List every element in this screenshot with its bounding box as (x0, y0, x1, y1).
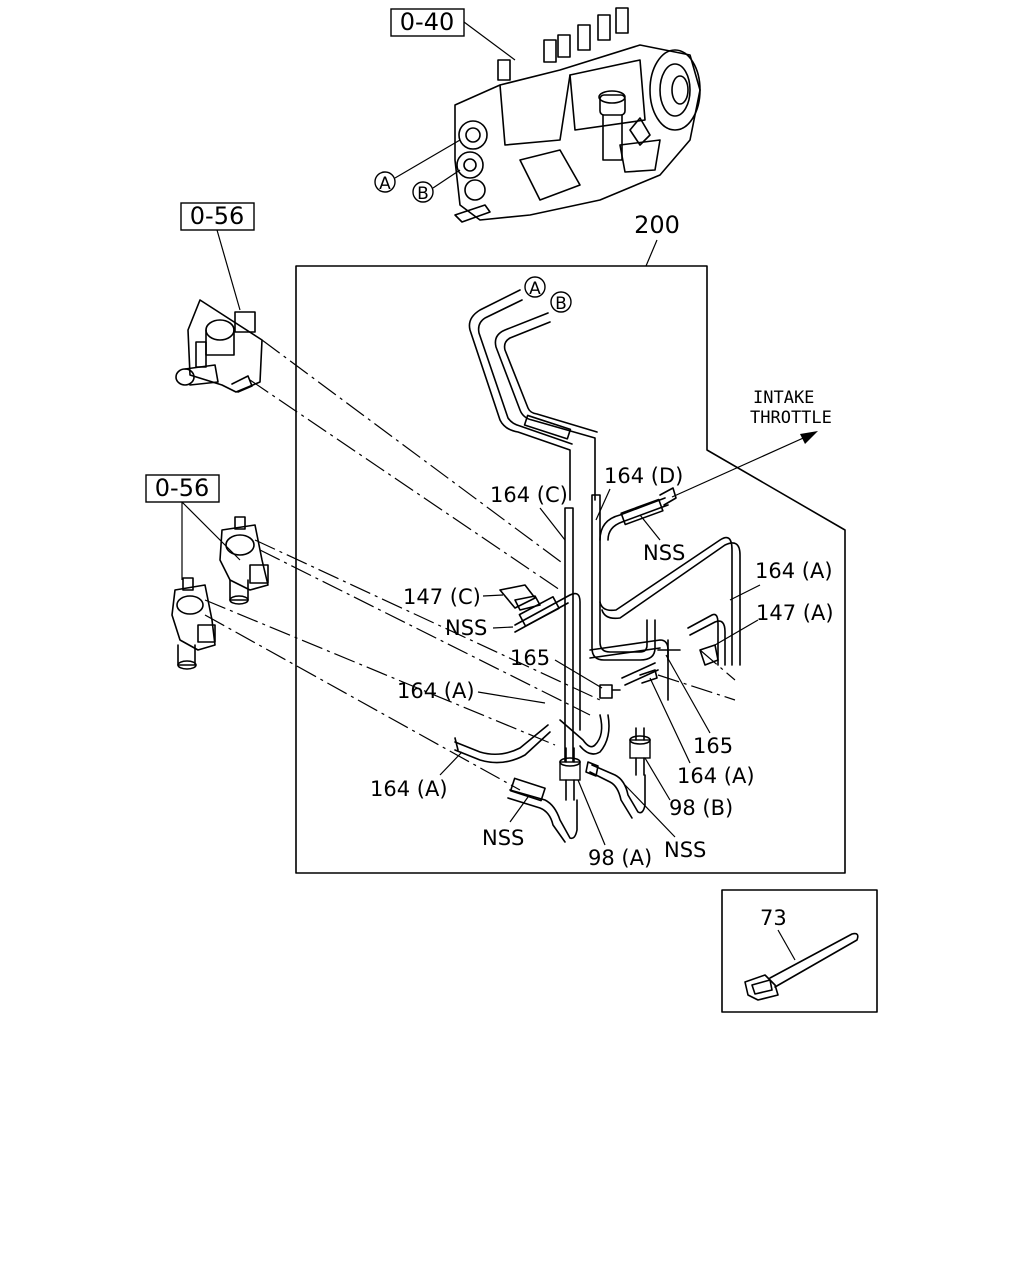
hose-165-left (559, 684, 621, 755)
part-164a-right-label: 164 (A) (677, 764, 755, 788)
pump-ref-leader (463, 21, 516, 61)
hose-147c-nss (499, 584, 581, 731)
part-73-label: 73 (760, 906, 787, 930)
valve-lower-ref-leader (181, 501, 241, 580)
part-147c-leader (482, 594, 504, 597)
lower-vsv-2-drawing (171, 577, 216, 670)
part-147c-label: 147 (C) (403, 585, 481, 609)
pump-circle-a-leader (394, 139, 461, 179)
hose-164a-bottom-left (454, 724, 551, 764)
part-98a-label: 98 (A) (588, 846, 652, 870)
part-164c-leader (539, 507, 566, 541)
hose-164a-right-small (687, 613, 726, 666)
hose-nss-bottom-right (585, 761, 646, 819)
part-98b-label: 98 (B) (669, 796, 733, 820)
kit-number-label: 200 (634, 211, 680, 239)
part-164a-mid-leader (477, 691, 546, 704)
part-165-left-leader (554, 659, 603, 689)
part-164a-bottom-left-label: 164 (A) (370, 777, 448, 801)
part-164a-bottom-left-leader (439, 751, 463, 776)
connection-lines (204, 339, 736, 791)
hose-nss-bottom-left (507, 777, 578, 843)
hose-circle-a (524, 276, 546, 298)
intake-throttle-line1: INTAKE (753, 388, 814, 408)
pump-circle-b-label: B (417, 184, 429, 204)
part-73-leader (777, 929, 796, 961)
part-165-left-label: 165 (510, 646, 550, 670)
intake-throttle-line2: THROTTLE (750, 408, 832, 428)
kit-200-boundary (295, 265, 846, 874)
valve-upper-ref-box (180, 202, 255, 231)
hose-circle-a-label: A (529, 279, 541, 299)
cable-tie-drawing (744, 932, 859, 1001)
pump-circle-a: A (374, 171, 396, 194)
part-147a-leader (714, 619, 759, 646)
intake-throttle-line (671, 434, 811, 498)
part-165-right-label: 165 (693, 734, 733, 758)
nss-bottom-left-leader (509, 796, 529, 823)
hose-a-b-pair (468, 289, 598, 501)
part-164a-right-leader (649, 677, 691, 764)
hose-circle-b-label: B (555, 294, 567, 314)
pump-circle-b: B (412, 181, 434, 204)
pump-circle-a-label: A (379, 174, 391, 194)
part-164a-top-right-label: 164 (A) (755, 559, 833, 583)
nss-left-label: NSS (445, 616, 487, 640)
pump-ref-box (390, 8, 465, 37)
pump-circle-b-leader (432, 169, 461, 189)
nss-top-leader (639, 514, 661, 541)
nss-left-leader (492, 626, 514, 629)
hose-circle-b (550, 291, 572, 313)
nss-bottom-right-label: NSS (664, 838, 706, 862)
valve-98b (629, 727, 651, 776)
hose-164a-top-right (599, 536, 741, 666)
part-165-right-leader (665, 654, 711, 734)
part-164d-leader (595, 488, 611, 521)
valve-98a (559, 747, 581, 801)
upper-vsv-drawing (175, 299, 263, 393)
part-164c-label: 164 (C) (490, 483, 568, 507)
intake-throttle-arrow (800, 431, 818, 444)
part-164a-top-right-leader (729, 584, 761, 601)
hose-t-junction-right (589, 639, 681, 701)
lower-vsv-1-drawing (219, 516, 269, 605)
nss-bottom-left-label: NSS (482, 826, 524, 850)
part-164a-mid-label: 164 (A) (397, 679, 475, 703)
nss-top-label: NSS (643, 541, 685, 565)
valve-upper-ref-leader (216, 229, 241, 311)
valve-upper-ref-label: 0-56 (190, 202, 244, 230)
part-147a-label: 147 (A) (756, 601, 834, 625)
part-98b-leader (644, 757, 671, 801)
inset-box-73 (721, 889, 878, 1013)
kit-number-leader (645, 239, 658, 267)
pump-ref-label: 0-40 (400, 8, 454, 36)
nss-bottom-right-leader (624, 784, 676, 838)
hose-nss-top (599, 487, 677, 541)
part-164d-label: 164 (D) (604, 464, 683, 488)
hose-164c (564, 507, 574, 766)
injection-pump-drawing (454, 7, 701, 223)
hose-165-right (621, 662, 659, 686)
valve-lower-ref-label: 0-56 (155, 474, 209, 502)
hose-164d (591, 494, 656, 661)
part-98a-leader (577, 779, 606, 846)
